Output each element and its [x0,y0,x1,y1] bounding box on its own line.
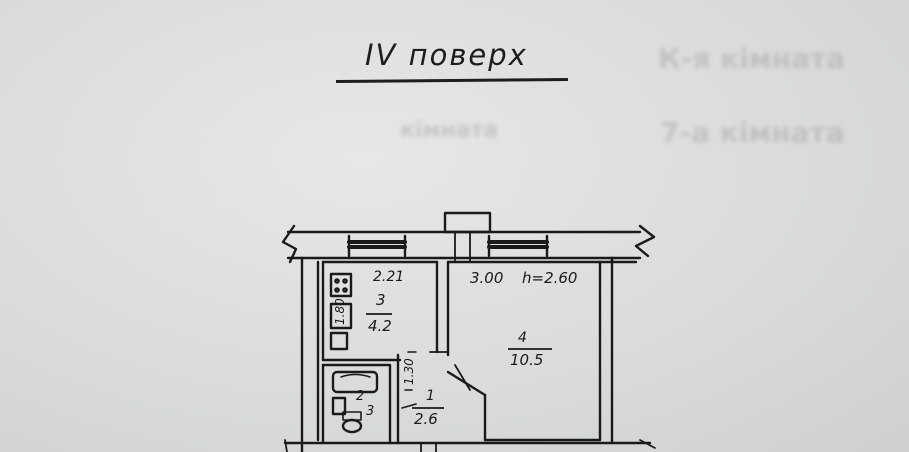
dim-hall-width: 1.30 [402,358,416,385]
room-area-corridor: 2.6 [414,410,438,428]
floor-title: IV поверх [365,38,528,72]
room-area-living: 10.5 [510,351,543,369]
dim-living-width: 3.00 [470,269,503,287]
bathroom-wall [321,363,392,445]
room-number-corridor: 1 [426,388,435,404]
background-text: 7-а кімната [660,116,845,149]
stove-icon [329,272,353,298]
room-number-bathroom: 2 [356,389,364,404]
wall-break-right [634,224,656,258]
room-area-bathroom: 3 [366,404,374,419]
room-number-living: 4 [518,330,527,346]
toilet-icon [341,418,363,434]
ventilation-shaft [443,211,492,234]
window-living [487,234,549,258]
room-number-kitchen: 3 [376,291,386,309]
dim-ceiling-height: h=2.60 [522,269,577,287]
dim-kitchen-width: 2.21 [373,269,404,285]
wall-break-left [281,224,298,264]
room-area-kitchen: 4.2 [368,317,392,335]
bathtub-icon [331,370,379,394]
counter-icon [329,302,353,330]
background-text: кімната [400,118,499,143]
sink-icon [329,331,349,351]
background-text: К-я кімната [658,42,846,75]
dim-kitchen-side: 1.80 [333,298,347,325]
basin-icon [331,396,347,416]
window-kitchen [347,234,407,258]
